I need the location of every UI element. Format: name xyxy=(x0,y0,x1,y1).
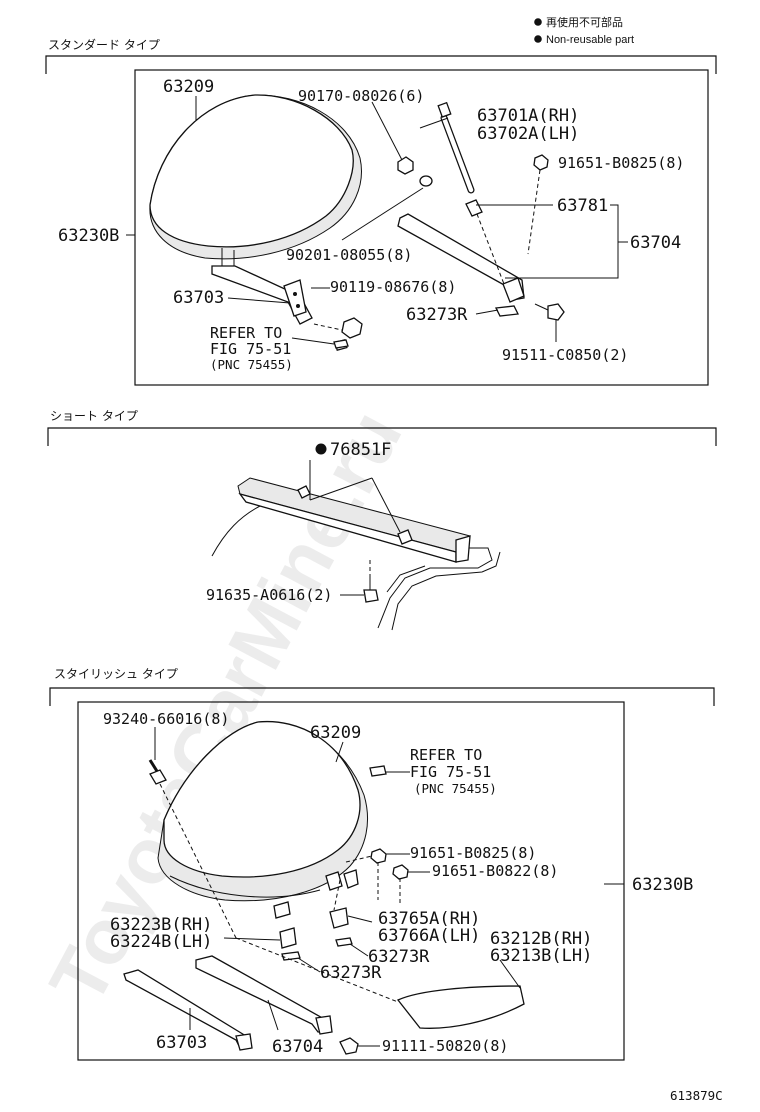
assembly-box xyxy=(134,69,709,386)
label-63273r: 63273R xyxy=(406,305,468,325)
label-90119-08676: 90119-08676(8) xyxy=(330,278,456,296)
bolt-91651-b0825 xyxy=(370,848,387,864)
label-76851f: 76851F xyxy=(330,440,391,460)
label-93240-66016: 93240-66016(8) xyxy=(103,710,229,728)
spoiler-76851f xyxy=(237,477,471,563)
bolt-91511 xyxy=(534,303,565,321)
nut-90170 xyxy=(397,156,414,175)
label-91511-c0850: 91511-C0850(2) xyxy=(502,346,628,364)
bolt-91651-b0822 xyxy=(392,864,409,880)
bolt-91635 xyxy=(363,576,379,603)
refer-line-3: (PNC 75455) xyxy=(210,357,293,372)
pad-63273r xyxy=(281,951,301,961)
label-63702a: 63702A(LH) xyxy=(477,124,579,144)
bracket-63223b xyxy=(279,927,297,949)
label-91111-50820: 91111-50820(8) xyxy=(382,1037,508,1055)
mount-bracket xyxy=(325,871,343,891)
pad-63273r xyxy=(335,937,353,947)
bracket-63703 xyxy=(211,265,313,325)
legend-jp: 再使用不可部品 xyxy=(546,15,623,29)
spoiler-63209-stylish xyxy=(157,720,368,902)
non-reusable-dot-icon xyxy=(315,443,327,455)
refer-tag xyxy=(333,339,349,349)
rod-63701a xyxy=(437,101,475,194)
label-63209: 63209 xyxy=(310,723,361,743)
label-63209: 63209 xyxy=(163,77,214,97)
section-standard: スタンダード タイプ xyxy=(45,37,717,386)
label-63230b: 63230B xyxy=(58,226,119,246)
bracket-63765a xyxy=(329,907,349,929)
mount-bracket xyxy=(273,901,291,919)
refer-line-1: REFER TO xyxy=(410,746,482,764)
label-63766a: 63766A(LH) xyxy=(378,926,480,946)
label-63212b: 63212B(RH) xyxy=(490,929,592,949)
refer-line-1: REFER TO xyxy=(210,324,282,342)
section-bracket xyxy=(47,427,717,446)
label-91651-b0822: 91651-B0822(8) xyxy=(432,862,558,880)
label-63230b: 63230B xyxy=(632,875,693,895)
bracket-63781 xyxy=(465,199,483,217)
cover-63212b xyxy=(396,985,525,1029)
label-63273r-a: 63273R xyxy=(368,947,430,967)
label-90170-08026: 90170-08026(6) xyxy=(298,87,424,105)
label-63765a: 63765A(RH) xyxy=(378,909,480,929)
car-body-outline xyxy=(211,504,501,631)
legend-en: Non-reusable part xyxy=(546,34,634,46)
bolt-91651 xyxy=(533,154,549,171)
section-title-stylish: スタイリッシュ タイプ xyxy=(54,667,178,681)
label-63704: 63704 xyxy=(272,1037,323,1057)
label-63223b: 63223B(RH) xyxy=(110,915,212,935)
bracket-plate xyxy=(283,279,307,317)
label-63224b: 63224B(LH) xyxy=(110,932,212,952)
section-bracket xyxy=(49,687,715,706)
section-short: ショート タイプ 7 xyxy=(47,409,717,631)
section-title-short: ショート タイプ xyxy=(50,409,138,423)
bar-63703 xyxy=(123,969,253,1051)
label-63701a: 63701A(RH) xyxy=(477,106,579,126)
legend: 再使用不可部品 Non-reusable part xyxy=(534,15,634,46)
leaders-short xyxy=(309,460,401,596)
non-reusable-dot-icon xyxy=(534,35,542,43)
clip-icon xyxy=(397,529,413,545)
refer-line-2: FIG 75-51 xyxy=(410,763,491,781)
leaders-stylish xyxy=(154,727,624,1047)
hole-icon xyxy=(296,304,300,308)
label-63781: 63781 xyxy=(557,196,608,216)
hole-icon xyxy=(293,292,297,296)
leaders-standard xyxy=(126,96,628,345)
label-63703: 63703 xyxy=(156,1033,207,1053)
label-63213b: 63213B(LH) xyxy=(490,946,592,966)
figure-code: 613879C xyxy=(670,1088,723,1103)
label-91635-a0616: 91635-A0616(2) xyxy=(206,586,332,604)
mount-bracket xyxy=(343,869,359,889)
refer-tag xyxy=(369,765,387,777)
section-bracket xyxy=(45,55,717,74)
bar-63704 xyxy=(195,955,333,1035)
non-reusable-dot-icon xyxy=(534,18,542,26)
assembly-box xyxy=(77,701,625,1061)
spoiler-63209 xyxy=(149,94,362,260)
pad-63273r xyxy=(495,305,519,317)
bolt-93240 xyxy=(148,759,167,785)
label-63703: 63703 xyxy=(173,288,224,308)
label-90201-08055: 90201-08055(8) xyxy=(286,246,412,264)
refer-line-3: (PNC 75455) xyxy=(414,781,497,796)
label-91651-b0825: 91651-B0825(8) xyxy=(410,844,536,862)
watermark: ToyotaCarMine.ru xyxy=(32,396,418,1018)
label-63704: 63704 xyxy=(630,233,681,253)
bar-end-plate xyxy=(502,277,525,303)
section-stylish: スタイリッシュ タイプ xyxy=(49,667,715,1061)
section-title-standard: スタンダード タイプ xyxy=(48,37,160,52)
label-91651-b0825: 91651-B0825(8) xyxy=(558,154,684,172)
label-63273r-b: 63273R xyxy=(320,963,382,983)
refer-line-2: FIG 75-51 xyxy=(210,340,291,358)
washer-90201 xyxy=(419,175,433,187)
bolt-91111 xyxy=(339,1037,359,1055)
